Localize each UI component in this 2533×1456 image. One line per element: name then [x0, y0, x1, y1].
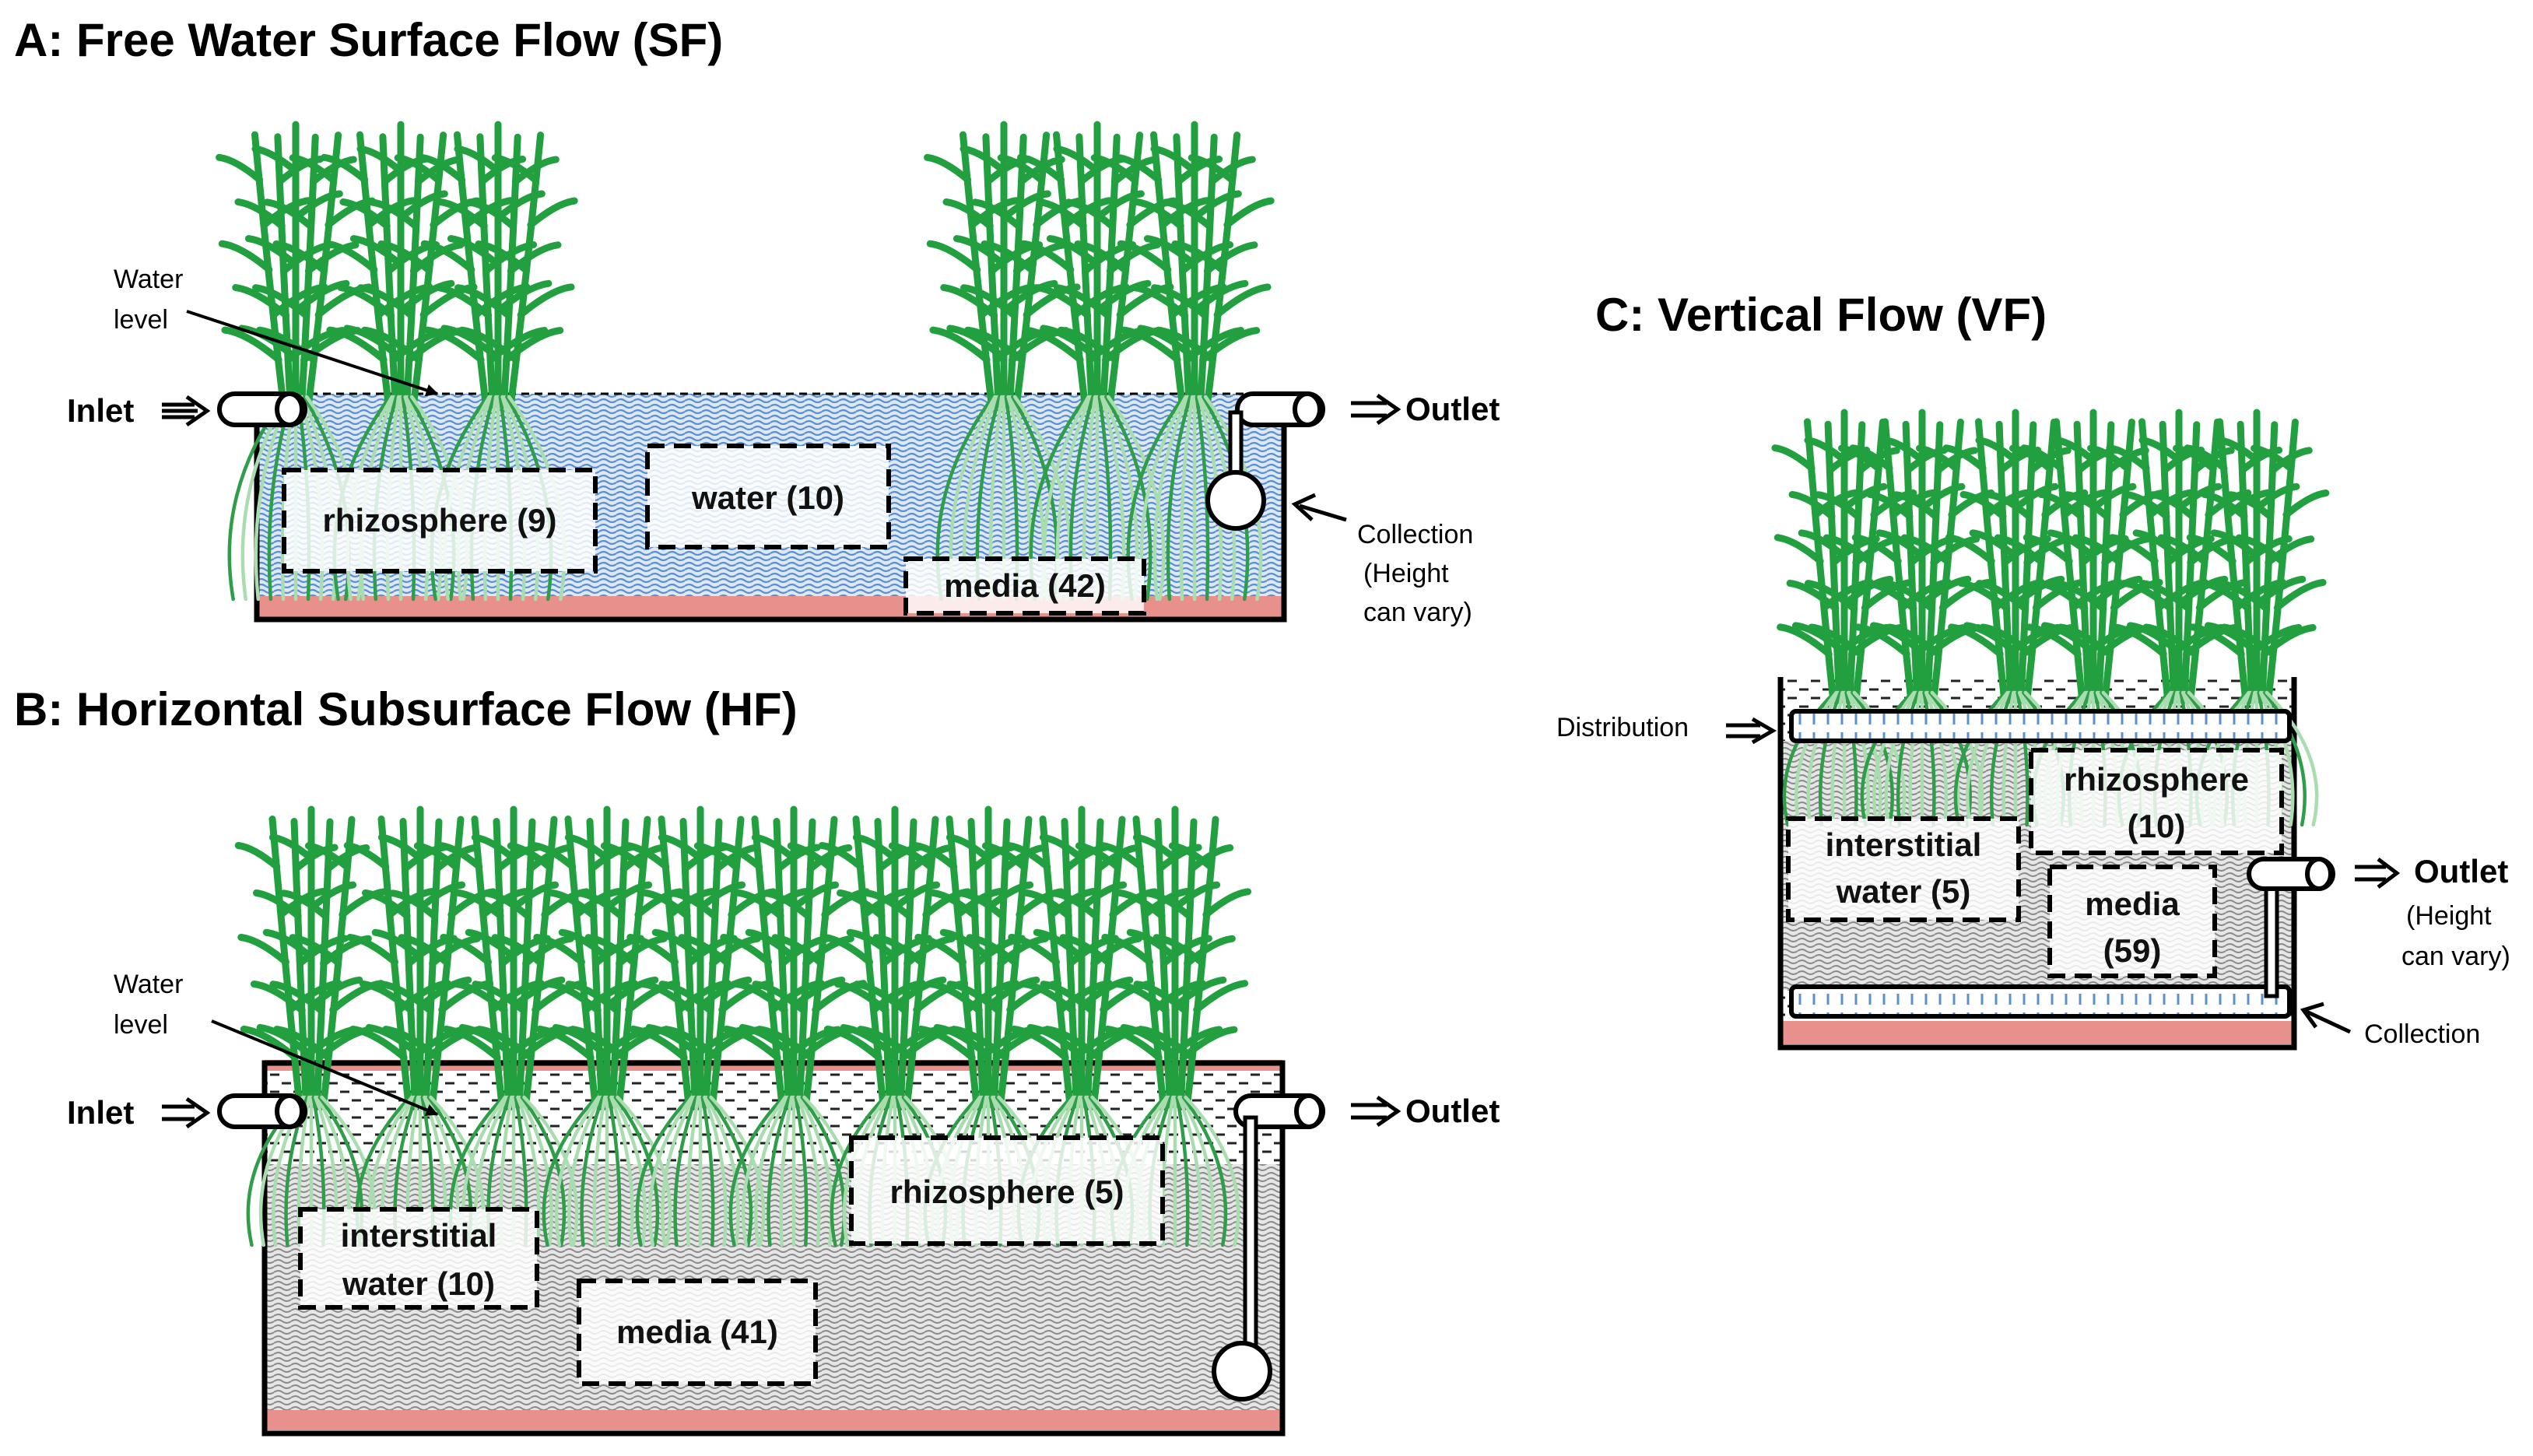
panel-a: A: Free Water Surface Flow (SF) rhizosph… — [14, 14, 1500, 627]
panel-c-title: C: Vertical Flow (VF) — [1595, 289, 2047, 341]
vf-outlet-arrow-icon — [2355, 858, 2401, 889]
sf-zone-media-label: media (42) — [944, 567, 1106, 604]
vf-zone-rhizosphere-label-line2: (10) — [2128, 808, 2186, 844]
hf-collection-pipe — [1212, 1341, 1272, 1402]
reed-plant — [437, 805, 591, 1247]
sf-collection-label-line1: Collection — [1357, 520, 1473, 549]
hf-outlet-label: Outlet — [1405, 1093, 1500, 1129]
panel-b-title: B: Horizontal Subsurface Flow (HF) — [14, 683, 798, 735]
reed-plant — [1114, 121, 1275, 602]
sf-inlet-arrow-icon — [162, 395, 211, 427]
panel-b: B: Horizontal Subsurface Flow (HF) rhizo… — [14, 683, 1500, 1437]
panel-a-title: A: Free Water Surface Flow (SF) — [14, 14, 723, 66]
reed-plant — [530, 805, 684, 1247]
hf-inlet-label: Inlet — [67, 1094, 134, 1131]
hf-zone-interstitial-label-line2: water (10) — [342, 1265, 495, 1302]
hf-zone-media-label: media (41) — [616, 1314, 778, 1350]
vf-base-media — [1780, 1021, 2294, 1044]
vf-zone-rhizosphere: rhizosphere (10) — [2029, 748, 2284, 855]
vf-zone-media-label-line1: media — [2085, 886, 2180, 922]
hf-base-media — [265, 1410, 1282, 1430]
hf-zone-interstitial: interstitial water (10) — [298, 1207, 539, 1310]
sf-outlet-arrow-icon — [1351, 393, 1402, 426]
sf-zone-water-label: water (10) — [691, 479, 844, 516]
sf-water-level-label-line1: Water — [114, 265, 183, 294]
sf-water-level-arrow-icon — [186, 310, 439, 397]
reed-plant — [1849, 409, 1995, 827]
vf-distribution-pipe — [1789, 709, 2292, 743]
hf-basin-walls — [261, 1060, 1286, 1437]
vf-outlet-label: Outlet — [2414, 853, 2508, 889]
hf-zone-rhizosphere: rhizosphere (5) — [849, 1135, 1165, 1246]
sf-water-level-label-line2: level — [114, 305, 168, 335]
vf-outlet-note-line1: (Height — [2406, 901, 2492, 931]
sf-zone-water: water (10) — [645, 444, 891, 549]
sf-inlet-label: Inlet — [67, 392, 134, 429]
hf-water-level-label-line1: Water — [114, 970, 183, 999]
hf-water-level-arrow-icon — [211, 1019, 439, 1116]
sf-zone-rhizosphere-label: rhizosphere (9) — [322, 502, 556, 539]
hf-outlet-arrow-icon — [1351, 1095, 1402, 1128]
vf-zone-media: media (59) — [2047, 865, 2217, 978]
hf-outlet-riser — [1243, 1115, 1258, 1350]
hf-water-level-label-line2: level — [114, 1010, 168, 1040]
hf-zone-interstitial-label-line1: interstitial — [341, 1217, 497, 1254]
sf-outlet-riser — [1228, 410, 1244, 482]
vf-distribution-label: Distribution — [1556, 713, 1689, 742]
vf-zone-interstitial-label-line2: water (5) — [1836, 873, 1971, 910]
vf-distribution-arrow-icon — [1726, 717, 1777, 745]
sf-collection-label-line2: (Height — [1363, 559, 1449, 588]
vf-zone-media-label-line2: (59) — [2103, 932, 2162, 969]
sf-collection-pipe — [1205, 470, 1266, 531]
hf-plants — [234, 805, 1252, 1247]
hf-inlet-arrow-icon — [162, 1096, 211, 1129]
vf-collection-arrow-icon — [2300, 1002, 2352, 1034]
sf-outlet-label: Outlet — [1405, 391, 1500, 427]
sf-collection-arrow-icon — [1291, 493, 1347, 522]
vf-collection-label: Collection — [2364, 1019, 2480, 1049]
sf-zone-rhizosphere: rhizosphere (9) — [282, 468, 598, 574]
vf-zone-interstitial: interstitial water (5) — [1786, 816, 2021, 922]
vf-zone-interstitial-label-line1: interstitial — [1826, 826, 1982, 863]
vf-zone-rhizosphere-label-line1: rhizosphere — [2064, 761, 2249, 798]
sf-zone-media: media (42) — [903, 556, 1146, 616]
panel-c: C: Vertical Flow (VF) rhizosphere (10) i… — [1556, 289, 2510, 1051]
vf-outlet-note-line2: can vary) — [2401, 942, 2510, 971]
sf-collection-label-line3: can vary) — [1363, 598, 1472, 627]
hf-zone-media: media (41) — [577, 1279, 818, 1386]
vf-collection-pipe — [1789, 984, 2292, 1019]
hf-zone-rhizosphere-label: rhizosphere (5) — [889, 1174, 1124, 1210]
